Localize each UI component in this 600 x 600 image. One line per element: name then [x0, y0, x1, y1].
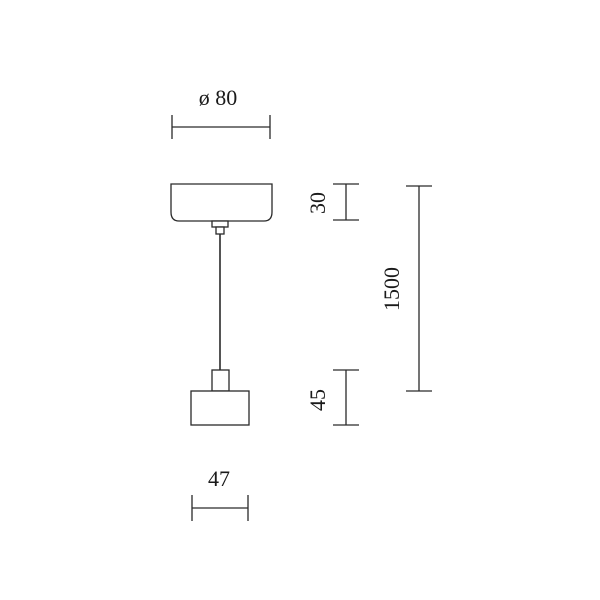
cord-grip [215, 226, 225, 235]
head-width-dimension: 47 [191, 466, 249, 521]
canopy-connector [211, 220, 229, 228]
total-length-label: 1500 [379, 267, 404, 311]
canopy-height-label: 30 [305, 192, 330, 214]
total-length-dimension: 1500 [379, 185, 432, 392]
head-height-label: 45 [305, 389, 330, 411]
canopy-diameter-label: ø 80 [199, 85, 238, 110]
lamp-head-body [190, 390, 250, 426]
canopy [170, 183, 273, 222]
canopy-height-dimension: 30 [305, 183, 359, 221]
lamp-head-neck [211, 369, 230, 392]
head-height-dimension: 45 [305, 369, 359, 426]
head-width-label: 47 [208, 466, 230, 491]
canopy-diameter-dimension: ø 80 [171, 85, 271, 139]
